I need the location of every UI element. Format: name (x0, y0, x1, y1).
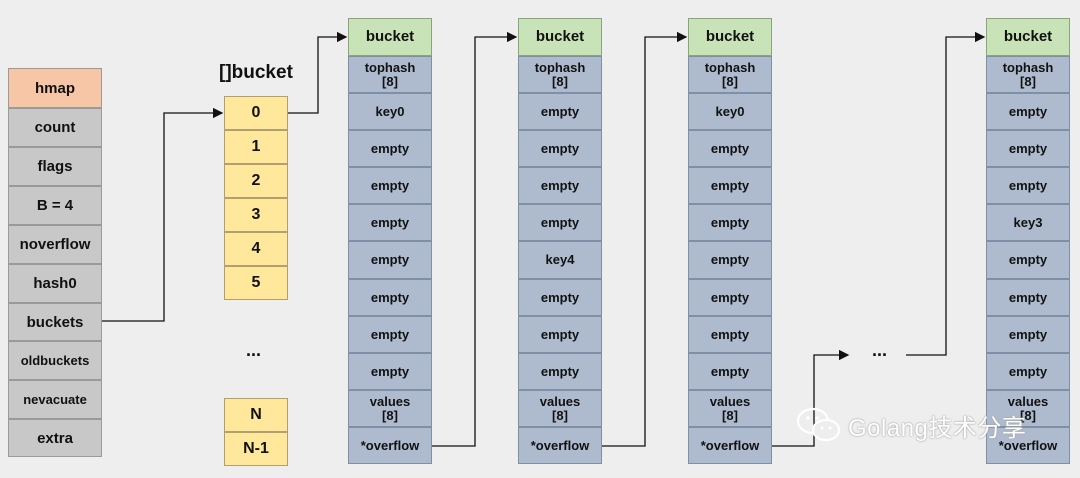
hmap-field-nevacuate: nevacuate (8, 380, 102, 419)
bucket-slot: empty (348, 316, 432, 353)
bucket-slot: empty (348, 279, 432, 316)
array-item-n-minus-1: N-1 (224, 432, 288, 466)
buckets-to-array-arrow (102, 107, 224, 322)
array-item: 1 (224, 130, 288, 164)
bucket-values: values [8] (518, 390, 602, 427)
array-item: 0 (224, 96, 288, 130)
array-title: []bucket (219, 62, 293, 83)
bucket-header: bucket (518, 18, 602, 56)
bucket-slot: empty (986, 279, 1070, 316)
array-item: 3 (224, 198, 288, 232)
array-ellipsis: ... (246, 340, 262, 360)
hmap-field-extra: extra (8, 419, 102, 457)
bucket-slot: empty (348, 130, 432, 167)
bucket-slot: key3 (986, 204, 1070, 241)
bucket-slot: empty (688, 279, 772, 316)
bucket-values: values [8] (348, 390, 432, 427)
bucket-slot: empty (986, 167, 1070, 204)
bucket-slot: empty (688, 241, 772, 279)
array-item: 2 (224, 164, 288, 198)
bucket-slot: empty (518, 279, 602, 316)
bucket-slot: empty (986, 241, 1070, 279)
bucket-slot: empty (518, 130, 602, 167)
hmap-field-flags: flags (8, 147, 102, 186)
chain-ellipsis: ... (872, 340, 888, 360)
hmap-field-buckets: buckets (8, 303, 102, 341)
bucket-slot: key0 (348, 93, 432, 130)
hmap-field-count: count (8, 108, 102, 147)
bucket-tophash: tophash [8] (518, 56, 602, 93)
bucket-slot: empty (518, 167, 602, 204)
watermark: Golang技术分享 (796, 406, 1026, 444)
hmap-field-noverflow: noverflow (8, 225, 102, 264)
bucket-slot: empty (688, 316, 772, 353)
array-item: 5 (224, 266, 288, 300)
bucket-tophash: tophash [8] (688, 56, 772, 93)
bucket-overflow: *overflow (348, 427, 432, 464)
bucket-slot: empty (348, 241, 432, 279)
bucket-tophash: tophash [8] (348, 56, 432, 93)
hmap-field-oldbuckets: oldbuckets (8, 341, 102, 380)
bucket-slot: key0 (688, 93, 772, 130)
hmap-field-hash0: hash0 (8, 264, 102, 303)
bucket-slot: empty (348, 353, 432, 390)
bucket-slot: empty (986, 93, 1070, 130)
bucket-header: bucket (348, 18, 432, 56)
bucket-slot: empty (986, 130, 1070, 167)
bucket-slot: empty (688, 204, 772, 241)
bucket-tophash: tophash [8] (986, 56, 1070, 93)
wechat-icon (796, 407, 841, 442)
bucket-overflow: *overflow (688, 427, 772, 464)
array-item: 4 (224, 232, 288, 266)
bucket-slot: empty (518, 93, 602, 130)
bucket-values: values [8] (688, 390, 772, 427)
ellipsis-to-bucket4-arrow (906, 31, 986, 356)
watermark-text: Golang技术分享 (848, 414, 1027, 442)
overflow2-to-bucket3-arrow (602, 31, 688, 447)
bucket-slot: empty (348, 167, 432, 204)
bucket-slot: empty (688, 167, 772, 204)
array-item-n: N (224, 398, 288, 432)
bucket-slot: empty (986, 316, 1070, 353)
overflow3-to-ellipsis-arrow (772, 349, 850, 447)
bucket-slot: empty (688, 353, 772, 390)
bucket-slot: empty (688, 130, 772, 167)
bucket-slot: empty (518, 353, 602, 390)
bucket-overflow: *overflow (518, 427, 602, 464)
bucket-values: values [8] (986, 390, 1070, 427)
bucket-header: bucket (688, 18, 772, 56)
bucket-slot: empty (518, 316, 602, 353)
bucket-slot: empty (986, 353, 1070, 390)
bucket-header: bucket (986, 18, 1070, 56)
hmap-field-b: B = 4 (8, 186, 102, 225)
array0-to-bucket1-arrow (288, 31, 348, 114)
hmap-header: hmap (8, 68, 102, 108)
bucket-slot: key4 (518, 241, 602, 279)
bucket-slot: empty (348, 204, 432, 241)
bucket-slot: empty (518, 204, 602, 241)
overflow1-to-bucket2-arrow (432, 31, 518, 447)
bucket-overflow: *overflow (986, 427, 1070, 464)
